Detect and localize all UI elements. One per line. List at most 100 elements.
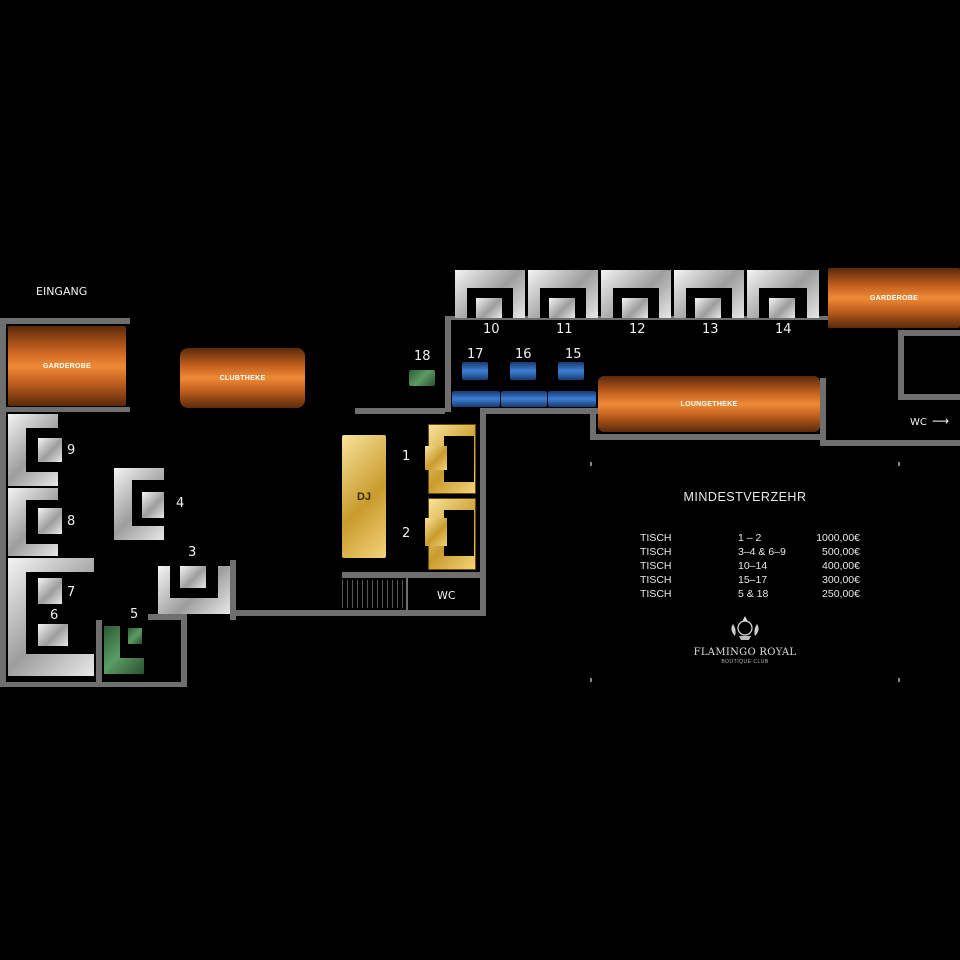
logo: FLAMINGO ROYAL BOUTIQUE CLUB	[685, 612, 805, 665]
wall	[96, 620, 102, 686]
wall	[898, 330, 960, 336]
table-5[interactable]	[128, 628, 142, 644]
table-11[interactable]	[549, 298, 575, 318]
wall	[480, 408, 600, 414]
wall	[0, 318, 130, 324]
wall	[236, 610, 486, 616]
wall	[445, 316, 830, 320]
price-title: MINDESTVERZEHR	[683, 490, 807, 504]
lounge-bench-17[interactable]	[452, 391, 500, 407]
club-bar[interactable]: CLUBTHEKE	[180, 348, 305, 408]
wall	[590, 434, 826, 440]
cloakroom-left[interactable]: GARDEROBE	[8, 326, 126, 406]
corner-mark	[590, 462, 592, 466]
table-2-number: 2	[402, 526, 411, 541]
table-14-number: 14	[775, 322, 792, 337]
lounge-bench-16[interactable]	[501, 391, 547, 407]
table-1[interactable]	[425, 446, 447, 470]
corner-mark	[898, 462, 900, 466]
stairs	[342, 580, 404, 608]
row-label: TISCH	[640, 588, 672, 600]
dj-label: DJ	[356, 490, 372, 503]
table-4[interactable]	[142, 492, 164, 518]
price-row: TISCH 3–4 & 6–9 500,00€	[640, 545, 860, 559]
wall	[445, 316, 451, 412]
row-tables: 5 & 18	[738, 588, 769, 600]
table-12[interactable]	[622, 298, 648, 318]
lounge-bench-15[interactable]	[548, 391, 596, 407]
row-price: 250,00€	[822, 588, 860, 600]
row-label: TISCH	[640, 560, 672, 572]
table-7-number: 7	[67, 585, 76, 600]
table-2-inner	[444, 510, 474, 556]
wc-center-label: WC	[437, 589, 456, 602]
wall	[480, 408, 486, 578]
price-row: TISCH 15–17 300,00€	[640, 573, 860, 587]
wc-arrow-icon: ⟶	[932, 414, 950, 428]
table-1-inner	[444, 436, 474, 482]
corner-mark	[898, 678, 900, 682]
wall	[480, 578, 486, 616]
row-tables: 15–17	[738, 574, 768, 586]
wall	[0, 318, 6, 686]
wall	[181, 620, 187, 687]
table-9[interactable]	[38, 438, 62, 462]
row-price: 300,00€	[822, 574, 860, 586]
table-10-number: 10	[483, 322, 500, 337]
table-15[interactable]	[558, 362, 584, 380]
price-row: TISCH 10–14 400,00€	[640, 559, 860, 573]
table-1-number: 1	[402, 449, 411, 464]
price-row: TISCH 1 – 2 1000,00€	[640, 531, 860, 545]
table-8[interactable]	[38, 508, 62, 534]
entrance-label: EINGANG	[36, 285, 88, 298]
row-label: TISCH	[640, 546, 672, 558]
cloakroom-right[interactable]: GARDEROBE	[828, 268, 960, 328]
table-4-number: 4	[176, 496, 185, 511]
table-5-number: 5	[130, 607, 139, 622]
table-3-number: 3	[188, 545, 197, 560]
row-price: 500,00€	[822, 546, 860, 558]
table-9-number: 9	[67, 443, 76, 458]
table-12-number: 12	[629, 322, 646, 337]
table-13[interactable]	[695, 298, 721, 318]
table-14[interactable]	[769, 298, 795, 318]
table-11-number: 11	[556, 322, 573, 337]
wall	[0, 682, 187, 687]
row-price: 1000,00€	[816, 532, 860, 544]
wall	[6, 407, 130, 412]
wall	[230, 560, 236, 620]
wall	[820, 440, 960, 446]
wall	[898, 394, 960, 400]
row-tables: 1 – 2	[738, 532, 762, 544]
table-16[interactable]	[510, 362, 536, 380]
table-10[interactable]	[476, 298, 502, 318]
wall	[355, 408, 445, 414]
table-16-number: 16	[515, 347, 532, 362]
row-label: TISCH	[640, 532, 672, 544]
table-18[interactable]	[409, 370, 435, 386]
wall	[820, 378, 826, 440]
table-17[interactable]	[462, 362, 488, 380]
logo-subtitle: BOUTIQUE CLUB	[721, 659, 769, 665]
wall	[342, 572, 486, 578]
dj-booth: DJ	[342, 435, 386, 558]
row-tables: 3–4 & 6–9	[738, 546, 786, 558]
table-3[interactable]	[180, 566, 206, 588]
table-17-number: 17	[467, 347, 484, 362]
table-2[interactable]	[425, 518, 447, 546]
table-13-number: 13	[702, 322, 719, 337]
table-15-number: 15	[565, 347, 582, 362]
corner-mark	[590, 678, 592, 682]
row-label: TISCH	[640, 574, 672, 586]
table-8-number: 8	[67, 514, 76, 529]
table-6[interactable]	[38, 624, 68, 646]
wc-right-label: WC	[910, 417, 927, 428]
wall	[148, 614, 187, 620]
row-tables: 10–14	[738, 560, 768, 572]
wall	[590, 408, 596, 440]
wall	[406, 578, 408, 610]
logo-name: FLAMINGO ROYAL	[693, 647, 797, 658]
row-price: 400,00€	[822, 560, 860, 572]
lounge-bar[interactable]: LOUNGETHEKE	[598, 376, 820, 432]
table-7[interactable]	[38, 578, 62, 604]
